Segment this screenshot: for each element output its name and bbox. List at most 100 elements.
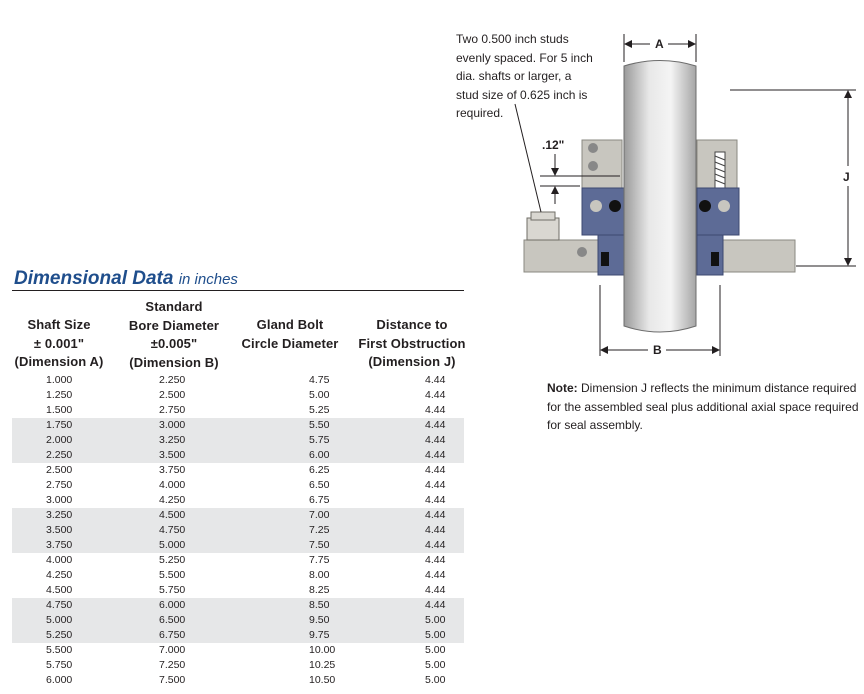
obstruction-distance-cell: 5.00 [425, 674, 446, 686]
obstruction-distance-cell: 4.44 [425, 479, 446, 491]
table-row: 1.500 2.750 5.25 4.44 [12, 403, 464, 418]
bore-diameter-cell: 3.750 [159, 464, 186, 476]
bolt-circle-cell: 8.00 [309, 569, 330, 581]
bore-diameter-cell: 5.750 [159, 584, 186, 596]
stud-nut [526, 217, 560, 241]
bore-diameter-cell: 4.500 [152, 508, 277, 523]
shaft-size-cell: 1.500 [46, 404, 73, 416]
obstruction-distance-cell: 4.44 [425, 569, 446, 581]
obstruction-distance-cell: 4.44 [425, 494, 446, 506]
dim-a-label: A [655, 37, 664, 51]
shaft-size-cell: 2.500 [46, 464, 73, 476]
bolt-circle-cell: 5.00 [309, 389, 330, 401]
obstruction-distance-cell: 4.44 [419, 508, 464, 523]
bolt-circle-cell: 5.25 [309, 404, 330, 416]
bore-diameter-cell: 2.750 [159, 404, 186, 416]
obstruction-distance-cell: 4.44 [425, 554, 446, 566]
obstruction-distance-cell: 4.44 [425, 464, 446, 476]
table-title: Dimensional Data in inches [14, 268, 238, 289]
bore-diameter-cell: 4.000 [159, 479, 186, 491]
shaft-size-cell: 3.750 [12, 538, 152, 553]
left-floor-bolt [577, 247, 587, 257]
stud-head [530, 211, 556, 221]
bore-diameter-cell: 7.250 [159, 659, 186, 671]
table-row: 2.500 3.750 6.25 4.44 [12, 463, 464, 478]
set-screw-threads [714, 155, 726, 185]
bolt-circle-cell: 7.00 [277, 508, 419, 523]
obstruction-distance-cell: 4.44 [419, 433, 464, 448]
left-gland-screw-1 [588, 143, 598, 153]
shaft-size-cell: 2.750 [46, 479, 73, 491]
shaft-size-cell: 2.000 [12, 433, 152, 448]
shaft-size-cell: 4.250 [46, 569, 73, 581]
header-bore-diameter: Standard Bore Diameter ±0.005" (Dimensio… [128, 299, 220, 370]
table-row: 2.750 4.000 6.50 4.44 [12, 478, 464, 493]
bore-diameter-cell: 4.250 [159, 494, 186, 506]
bolt-circle-cell: 5.75 [277, 433, 419, 448]
bore-diameter-cell: 2.250 [159, 374, 186, 386]
table-row: 4.000 5.250 7.75 4.44 [12, 553, 464, 568]
bore-diameter-cell: 7.500 [159, 674, 186, 686]
shaft-size-cell: 1.750 [12, 418, 152, 433]
bolt-circle-cell: 5.50 [277, 418, 419, 433]
seal-cross-section-diagram: A B J .12" [514, 34, 856, 357]
bolt-circle-cell: 7.50 [277, 538, 419, 553]
shaft-size-cell: 3.000 [46, 494, 73, 506]
right-seal-pin [718, 200, 730, 212]
shaft-size-cell: 5.000 [12, 613, 152, 628]
right-oring [699, 200, 711, 212]
table-row: 5.750 7.250 10.25 5.00 [12, 658, 464, 673]
obstruction-distance-cell: 4.44 [419, 538, 464, 553]
bore-diameter-cell: 5.250 [159, 554, 186, 566]
shaft-size-cell: 4.750 [12, 598, 152, 613]
left-gland-block [581, 139, 623, 189]
obstruction-distance-cell: 5.00 [419, 628, 464, 643]
bore-diameter-cell: 6.750 [152, 628, 277, 643]
obstruction-distance-cell: 5.00 [419, 613, 464, 628]
bolt-circle-cell: 9.75 [277, 628, 419, 643]
dim-j-label: J [843, 170, 850, 184]
table-row: 6.000 7.500 10.50 5.00 [12, 673, 464, 688]
shaft-size-cell: 6.000 [46, 674, 73, 686]
bolt-circle-cell: 6.25 [309, 464, 330, 476]
bore-diameter-cell: 7.000 [159, 644, 186, 656]
obstruction-distance-cell: 4.44 [425, 404, 446, 416]
bolt-circle-cell: 7.75 [309, 554, 330, 566]
bolt-circle-cell: 10.25 [309, 659, 336, 671]
obstruction-distance-cell: 5.00 [425, 659, 446, 671]
bolt-circle-cell: 9.50 [277, 613, 419, 628]
bolt-circle-cell: 4.75 [309, 374, 330, 386]
bolt-circle-cell: 10.00 [309, 644, 336, 656]
bore-diameter-cell: 6.500 [152, 613, 277, 628]
shaft-size-cell: 5.750 [46, 659, 73, 671]
bolt-circle-cell: 6.50 [309, 479, 330, 491]
shaft-size-cell: 2.250 [12, 448, 152, 463]
header-gland-bolt-circle: Gland Bolt Circle Diameter [241, 317, 339, 351]
obstruction-distance-cell: 4.44 [425, 374, 446, 386]
shaft-size-cell: 5.250 [12, 628, 152, 643]
obstruction-distance-cell: 4.44 [425, 584, 446, 596]
callout-leader [514, 103, 542, 213]
bolt-circle-cell: 8.50 [277, 598, 419, 613]
bore-diameter-cell: 3.000 [152, 418, 277, 433]
obstruction-distance-cell: 4.44 [425, 389, 446, 401]
shaft-size-cell: 4.000 [46, 554, 73, 566]
shaft-size-cell: 3.500 [12, 523, 152, 538]
bolt-circle-cell: 10.50 [309, 674, 336, 686]
left-seal-body [581, 187, 625, 236]
dim-b-label: B [653, 343, 662, 357]
table-row: 1.000 2.250 4.75 4.44 [12, 373, 464, 388]
bore-diameter-cell: 2.500 [159, 389, 186, 401]
shaft-size-cell: 1.000 [46, 374, 73, 386]
left-oring [609, 200, 621, 212]
